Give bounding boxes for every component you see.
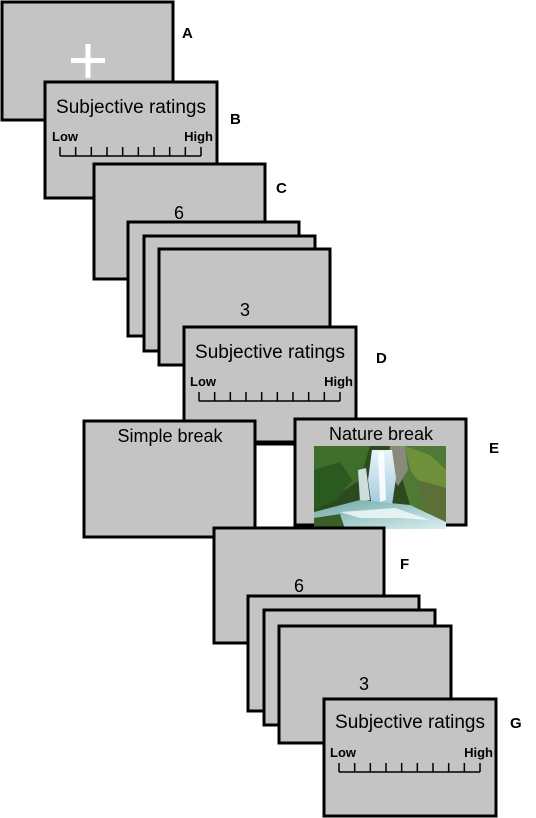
step-label-f: F — [400, 556, 409, 573]
high-label-d: High — [324, 374, 353, 389]
step-label-d: D — [376, 350, 387, 367]
countdown-end-f: 3 — [359, 674, 369, 694]
step-label-a: A — [182, 25, 193, 42]
step-label-g: G — [510, 715, 522, 732]
high-label-g: High — [464, 745, 493, 760]
countdown-start-f: 6 — [294, 576, 304, 596]
countdown-start-c: 6 — [174, 203, 184, 223]
waterfall-photo — [314, 446, 446, 529]
rating-scale-g — [338, 763, 481, 773]
nature-break-label: Nature break — [329, 424, 434, 444]
rating-screen-g — [322, 697, 498, 818]
low-label-g: Low — [330, 745, 357, 760]
step-label-e: E — [489, 440, 499, 457]
rating-title-g: Subjective ratings — [335, 712, 485, 733]
rating-scale-b — [59, 147, 202, 157]
low-label-b: Low — [52, 129, 79, 144]
step-label-c: C — [276, 180, 287, 197]
simple-break-label: Simple break — [117, 426, 223, 446]
simple-break-screen — [82, 419, 257, 539]
rating-scale-d — [198, 392, 341, 402]
countdown-end-c: 3 — [240, 300, 250, 320]
high-label-b: High — [184, 129, 213, 144]
fixation-cross-icon — [71, 44, 105, 78]
rating-title-d: Subjective ratings — [195, 342, 345, 363]
rating-title-b: Subjective ratings — [56, 97, 206, 118]
step-label-b: B — [230, 111, 241, 128]
low-label-d: Low — [190, 374, 217, 389]
